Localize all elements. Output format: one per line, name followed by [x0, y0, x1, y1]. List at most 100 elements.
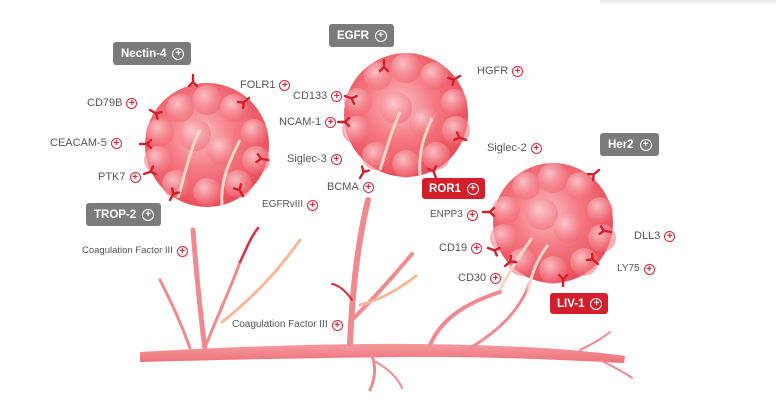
y-receptor-icon: [486, 246, 501, 257]
plus-circle-icon[interactable]: +: [374, 29, 387, 42]
y-receptor-icon: [232, 183, 245, 198]
y-receptor-icon: [598, 224, 613, 236]
plus-circle-icon[interactable]: +: [643, 263, 655, 275]
marker-label: Siglec-2: [487, 142, 527, 154]
y-receptor-icon: [255, 152, 270, 164]
marker-label: LY75: [617, 263, 640, 274]
marker-label: FOLR1: [240, 79, 276, 91]
y-receptor-icon: [343, 94, 358, 105]
plus-circle-icon[interactable]: +: [129, 171, 141, 183]
tag-egfr[interactable]: EGFR +: [329, 24, 394, 47]
label-ceacam-5[interactable]: CEACAM-5+: [50, 136, 122, 150]
marker-label: NCAM-1: [279, 116, 322, 128]
y-receptor-icon: [586, 168, 601, 182]
y-receptor-icon: [187, 73, 199, 88]
label-siglec-3[interactable]: Siglec-3+: [287, 152, 342, 166]
label-siglec-2[interactable]: Siglec-2+: [487, 141, 542, 155]
label-cd19[interactable]: CD19+: [439, 241, 483, 255]
tag-label: LIV-1: [557, 297, 585, 310]
tag-ror1[interactable]: ROR1 +: [422, 178, 485, 199]
tag-liv-1[interactable]: LIV-1 +: [550, 293, 609, 314]
plus-circle-icon[interactable]: +: [490, 272, 502, 284]
y-receptor-icon: [427, 165, 438, 180]
y-receptor-icon: [236, 96, 251, 110]
plus-circle-icon[interactable]: +: [279, 79, 291, 91]
label-ptk7[interactable]: PTK7+: [98, 170, 141, 184]
y-receptor-icon: [557, 273, 569, 288]
plus-circle-icon[interactable]: +: [142, 208, 155, 221]
y-receptor-icon: [503, 254, 518, 268]
plus-circle-icon[interactable]: +: [176, 245, 188, 257]
marker-label: Coagulation Factor III: [82, 245, 173, 256]
y-receptor-icon: [168, 187, 181, 202]
plus-circle-icon[interactable]: +: [362, 181, 374, 193]
plus-circle-icon[interactable]: +: [590, 297, 603, 310]
plus-circle-icon[interactable]: +: [331, 90, 343, 102]
tumor-right-shape: [490, 163, 616, 293]
marker-label: CD79B: [87, 97, 123, 109]
plus-circle-icon[interactable]: +: [512, 65, 524, 77]
tag-label: Her2: [608, 138, 634, 151]
tumor-left-shape: [144, 83, 270, 207]
y-receptor-icon: [142, 165, 157, 176]
marker-label: BCMA: [327, 181, 359, 193]
receptor-markers: [138, 58, 613, 288]
marker-label: EGFRvIII: [262, 199, 304, 210]
marker-label: CD19: [439, 242, 468, 254]
label-ly75[interactable]: LY75+: [617, 262, 655, 276]
tag-label: EGFR: [337, 29, 369, 42]
plus-circle-icon[interactable]: +: [172, 47, 185, 60]
plus-circle-icon[interactable]: +: [110, 137, 122, 149]
marker-label: Siglec-3: [287, 153, 327, 165]
y-receptor-icon: [148, 108, 163, 121]
y-receptor-icon: [336, 116, 351, 128]
label-cd79b[interactable]: CD79B+: [87, 96, 138, 110]
y-receptor-icon: [378, 58, 390, 73]
plus-circle-icon[interactable]: +: [530, 142, 542, 154]
plus-circle-icon[interactable]: +: [126, 97, 138, 109]
marker-label: DLL3: [634, 230, 661, 242]
plus-circle-icon[interactable]: +: [307, 199, 319, 211]
marker-label: PTK7: [98, 171, 126, 183]
marker-label: CD133: [293, 90, 328, 102]
plus-circle-icon[interactable]: +: [466, 209, 478, 221]
tag-nectin-4[interactable]: Nectin-4 +: [113, 42, 192, 65]
label-folr1[interactable]: FOLR1+: [240, 78, 291, 92]
label-ncam-1[interactable]: NCAM-1+: [279, 115, 337, 129]
label-egfrviii[interactable]: EGFRvIII+: [262, 198, 319, 212]
label-cd30[interactable]: CD30+: [458, 271, 502, 285]
plus-circle-icon[interactable]: +: [466, 182, 479, 195]
blood-vessel: [140, 197, 633, 392]
tag-label: TROP-2: [94, 208, 137, 221]
tag-trop-2[interactable]: TROP-2 +: [86, 203, 162, 226]
marker-label: HGFR: [477, 65, 509, 77]
plus-circle-icon[interactable]: +: [664, 230, 676, 242]
marker-label: ENPP3: [430, 209, 463, 220]
plus-circle-icon[interactable]: +: [325, 116, 337, 128]
y-receptor-icon: [358, 165, 371, 180]
plus-circle-icon[interactable]: +: [639, 138, 652, 151]
marker-label: Coagulation Factor III: [232, 319, 328, 330]
plus-circle-icon[interactable]: +: [471, 242, 483, 254]
label-coagulation-factor-iii-upper[interactable]: Coagulation Factor III+: [82, 244, 188, 258]
label-hgfr[interactable]: HGFR+: [477, 64, 524, 78]
top-shadow: [600, 0, 776, 6]
label-dll3[interactable]: DLL3+: [634, 229, 676, 243]
y-receptor-icon: [481, 206, 496, 218]
label-cd133[interactable]: CD133+: [293, 89, 343, 103]
label-coagulation-factor-iii-lower[interactable]: Coagulation Factor III+: [232, 318, 343, 332]
label-enpp3[interactable]: ENPP3+: [430, 208, 478, 222]
tag-label: Nectin-4: [121, 47, 167, 60]
marker-label: CEACAM-5: [50, 137, 107, 149]
marker-label: CD30: [458, 272, 487, 284]
tag-her2[interactable]: Her2 +: [600, 133, 659, 156]
plus-circle-icon[interactable]: +: [331, 319, 343, 331]
y-receptor-icon: [453, 131, 468, 142]
tumor-middle-shape: [342, 53, 470, 178]
y-receptor-icon: [447, 74, 462, 87]
tag-label: ROR1: [429, 182, 461, 195]
label-bcma[interactable]: BCMA+: [327, 180, 374, 194]
plus-circle-icon[interactable]: +: [330, 153, 342, 165]
y-receptor-icon: [138, 138, 153, 150]
